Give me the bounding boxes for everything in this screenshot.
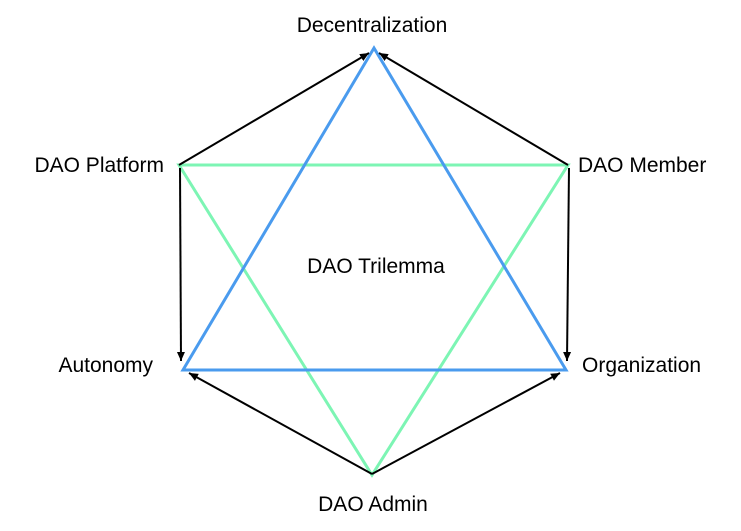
green-triangle	[176, 163, 571, 478]
arrow-platform-to-decentralization	[178, 52, 370, 166]
node-label-upper-right: DAO Member	[578, 154, 706, 177]
center-label: DAO Trilemma	[307, 255, 445, 278]
node-label-upper-left: DAO Platform	[34, 154, 164, 177]
blue-triangle	[180, 45, 569, 372]
node-label-lower-left: Autonomy	[58, 354, 153, 377]
node-label-bottom: DAO Admin	[318, 493, 428, 516]
node-label-top: Decentralization	[297, 14, 448, 37]
arrow-member-to-decentralization	[378, 52, 569, 166]
arrow-member-to-organization	[563, 167, 572, 362]
arrow-platform-to-autonomy	[176, 167, 185, 362]
arrow-admin-to-autonomy	[188, 372, 373, 475]
arrow-admin-to-organization	[371, 372, 561, 475]
node-label-lower-right: Organization	[582, 354, 701, 377]
